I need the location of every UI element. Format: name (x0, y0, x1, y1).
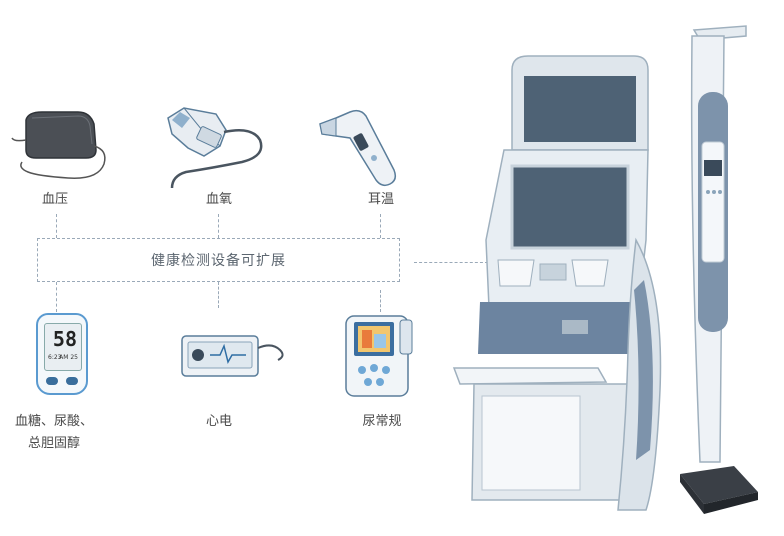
ear-thermometer-icon (319, 109, 397, 187)
device-label-blood-oxygen: 血氧 (205, 192, 232, 207)
connector-line (414, 262, 488, 263)
expandable-devices-label: 健康检测设备可扩展 (151, 253, 286, 269)
health-kiosk-icon (452, 55, 662, 511)
connector-line (56, 214, 57, 238)
expandable-devices-box: 健康检测设备可扩展 (37, 238, 400, 282)
glucose-date: AM 25 (59, 354, 78, 361)
device-label-ecg: 心电 (205, 414, 232, 429)
glucose-button (46, 377, 58, 385)
glucose-button (66, 377, 78, 385)
connector-line (380, 290, 381, 312)
device-label-glucose-line2: 总胆固醇 (27, 436, 80, 451)
connector-line (56, 282, 57, 312)
glucose-meter-icon: 58 6:23 AM 25 (36, 313, 88, 395)
height-scale-icon (680, 25, 758, 514)
ecg-device-icon (181, 335, 284, 377)
connector-line (218, 214, 219, 238)
glucose-meter-screen: 58 6:23 AM 25 (44, 323, 82, 371)
pulse-oximeter-icon (167, 107, 263, 189)
blood-pressure-cuff-icon (11, 111, 106, 179)
connector-line (218, 282, 219, 308)
device-label-blood-pressure: 血压 (41, 192, 68, 207)
glucose-reading: 58 (52, 327, 77, 351)
device-label-glucose: 血糖、尿酸、 (14, 414, 93, 429)
glucose-time: 6:23 (48, 354, 62, 361)
urine-analyzer-icon (345, 315, 413, 397)
device-label-ear-temp: 耳温 (367, 192, 394, 207)
device-label-urine: 尿常规 (362, 414, 402, 429)
connector-line (380, 214, 381, 238)
